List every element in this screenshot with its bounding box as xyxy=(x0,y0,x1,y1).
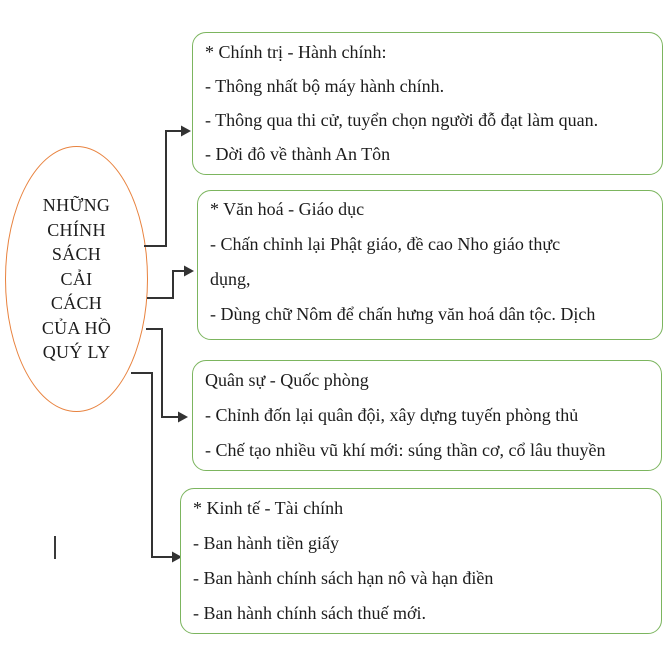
branch-item: - Thông nhất bộ máy hành chính. xyxy=(205,76,445,96)
topic-line: NHỮNG xyxy=(42,195,111,216)
topic-line: SÁCH xyxy=(51,244,102,265)
branch-title: * Kinh tế - Tài chính xyxy=(193,498,344,518)
branch-item: - Thông qua thi cử, tuyển chọn người đỗ … xyxy=(205,110,599,130)
branch-box-politics-admin: * Chính trị - Hành chính: - Thông nhất b… xyxy=(192,32,663,175)
branch-box-military-defense: Quân sự - Quốc phòng - Chỉnh đốn lại quâ… xyxy=(192,360,662,471)
branch-box-economy-finance: * Kinh tế - Tài chính - Ban hành tiền gi… xyxy=(180,488,662,634)
connector-arrow-politics xyxy=(144,125,191,247)
branch-item: - Chế tạo nhiều vũ khí mới: súng thần cơ… xyxy=(205,440,606,460)
branch-title: * Văn hoá - Giáo dục xyxy=(210,199,365,219)
topic-line: CÁCH xyxy=(50,293,103,314)
branch-item: - Dời đô về thành An Tôn xyxy=(205,144,391,164)
branch-item: - Chỉnh đốn lại quân đội, xây dựng tuyến… xyxy=(205,405,579,425)
branch-box-culture-education: * Văn hoá - Giáo dục - Chấn chỉnh lại Ph… xyxy=(197,190,663,340)
topic-line: CHÍNH xyxy=(47,219,106,240)
text-cursor-mark xyxy=(54,536,56,559)
connector-arrow-economy xyxy=(131,372,182,563)
topic-ellipse: NHỮNG CHÍNH SÁCH CẢI CÁCH CỦA HỒ QUÝ LY xyxy=(5,146,148,412)
branch-item: - Ban hành tiền giấy xyxy=(193,533,339,553)
branch-item: - Ban hành chính sách thuế mới. xyxy=(193,603,426,623)
branch-title: Quân sự - Quốc phòng xyxy=(205,370,369,390)
branch-item-continuation: dụng, xyxy=(210,269,251,289)
topic-line: QUÝ LY xyxy=(42,342,111,363)
topic-line: CỦA HỒ xyxy=(41,317,112,338)
connector-arrow-military xyxy=(146,328,188,423)
connector-arrow-culture xyxy=(147,265,194,299)
branch-item: - Dùng chữ Nôm để chấn hưng văn hoá dân … xyxy=(210,304,596,324)
topic-line: CẢI xyxy=(60,268,93,289)
branch-item: - Ban hành chính sách hạn nô và hạn điền xyxy=(193,568,494,588)
branch-item: - Chấn chỉnh lại Phật giáo, đề cao Nho g… xyxy=(210,234,561,254)
branch-title: * Chính trị - Hành chính: xyxy=(205,42,387,62)
